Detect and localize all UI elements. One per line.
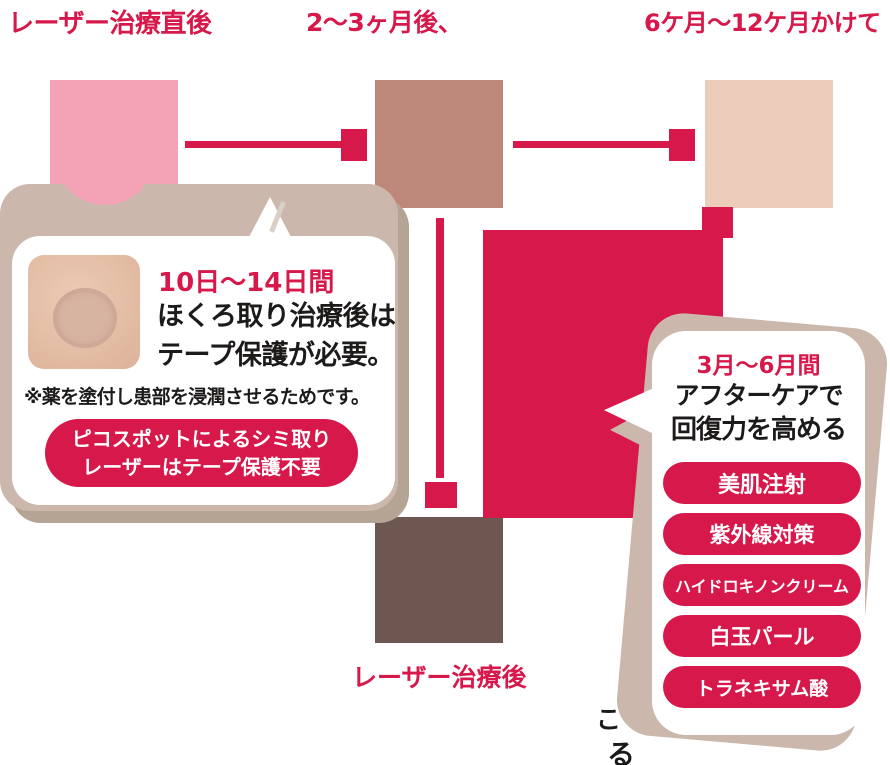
aftercare-item-tranexamic-acid: トラネキサム酸 bbox=[663, 666, 861, 708]
pico-spot-badge: ピコスポットによるシミ取り レーザーはテープ保護不要 bbox=[45, 419, 358, 487]
aftercare-item-hydroquinone-cream: ハイドロキノンクリーム bbox=[663, 564, 861, 606]
mole-spot bbox=[53, 288, 117, 348]
stage1-swatch-bulge bbox=[55, 105, 155, 205]
tape-note-text: ※薬を塗付し患部を浸潤させるためです。 bbox=[24, 386, 370, 408]
arrow-down-to-after-line bbox=[436, 218, 444, 478]
stage-label-6-12-months: 6ケ月〜12ケ月かけて bbox=[644, 9, 881, 37]
arrow-down-to-after-head bbox=[425, 482, 457, 508]
arrow-stage1-to-stage2-line bbox=[185, 141, 342, 148]
tape-heading-line2: テープ保護が必要。 bbox=[157, 340, 394, 371]
aftercare-item-uv-protection: 紫外線対策 bbox=[663, 513, 861, 555]
aftercare-item-label: 紫外線対策 bbox=[709, 523, 815, 547]
stage-label-2-3-months: 2〜3ヶ月後、 bbox=[306, 8, 463, 37]
pico-spot-badge-line1: ピコスポットによるシミ取り bbox=[71, 426, 332, 451]
skin-swatch-stage3 bbox=[705, 80, 833, 208]
stage-label-immediately-after: レーザー治療直後 bbox=[8, 9, 212, 39]
stage-label-after-laser: レーザー治療後 bbox=[352, 663, 527, 692]
aftercare-duration-text: 3月〜6月間 bbox=[696, 353, 821, 379]
arrow-stage2-to-stage3-head bbox=[669, 129, 695, 161]
aftercare-item-label: 白玉パール bbox=[709, 625, 815, 649]
aftercare-item-label: 美肌注射 bbox=[717, 473, 806, 498]
aftercare-item-shiratama-pearl: 白玉パール bbox=[663, 615, 861, 657]
aftercare-item-bihada-injection: 美肌注射 bbox=[663, 462, 861, 504]
pico-spot-badge-line2: レーザーはテープ保護不要 bbox=[82, 454, 321, 479]
mole-photo bbox=[28, 255, 140, 369]
aftercare-heading-line2: 回復力を高める bbox=[670, 415, 847, 445]
obscured-text-fragment-2: る bbox=[607, 738, 636, 765]
aftercare-heading-line1: アフターケアで bbox=[674, 381, 843, 410]
aftercare-item-label: トラネキサム酸 bbox=[695, 677, 829, 700]
skin-swatch-after-laser bbox=[375, 517, 503, 643]
aftercare-item-label: ハイドロキノンクリーム bbox=[674, 577, 850, 596]
tape-duration-text: 10日〜14日間 bbox=[158, 268, 335, 298]
arrow-stage1-to-stage2-head bbox=[341, 129, 367, 161]
obscured-text-fragment-1: こ bbox=[596, 705, 622, 734]
skin-swatch-stage2 bbox=[375, 80, 503, 208]
tape-heading-line1: ほくろ取り治療後は bbox=[157, 301, 396, 332]
arrow-stage2-to-stage3-line bbox=[513, 141, 669, 148]
